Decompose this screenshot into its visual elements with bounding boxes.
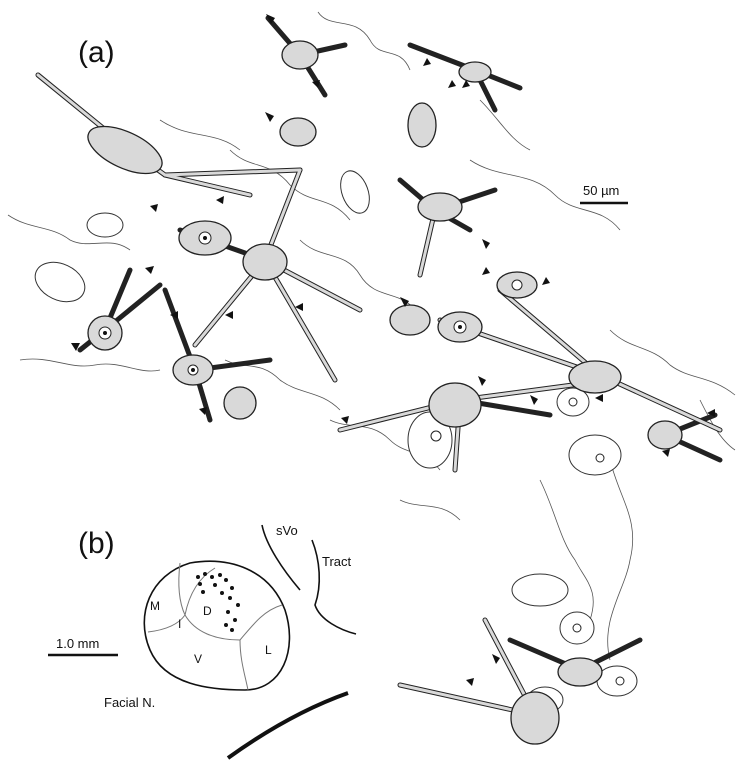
axon-fibers [7, 11, 736, 661]
panel-a: (a) 50 µm [7, 11, 736, 745]
facial-nucleus-label: Facial N. [104, 695, 155, 710]
region-label-d: D [203, 604, 212, 618]
region-label-m: M [150, 599, 160, 613]
panel-a-scale-bar-label: 50 µm [583, 183, 619, 198]
brainstem-surface-line [226, 691, 349, 760]
tract-boundary: sVo Tract [261, 523, 357, 635]
panel-b: (b) 1.0 mm M I D V [48, 523, 357, 760]
panel-b-scale-bar: 1.0 mm [48, 636, 118, 657]
panel-a-label: (a) [78, 36, 115, 69]
neuron-somata [87, 40, 683, 745]
facial-nucleus-diagram: M I D V L Facial N. [104, 560, 291, 710]
tract-label: Tract [322, 554, 352, 569]
region-label-i: I [178, 617, 181, 631]
arrowheads [71, 14, 715, 686]
region-label-l: L [265, 643, 272, 657]
labeled-cell-dots [196, 572, 240, 632]
neuron-dendrites [35, 15, 723, 718]
panel-b-label: (b) [78, 527, 115, 560]
region-label-v: V [194, 652, 202, 666]
unstained-cell-outlines [34, 170, 638, 714]
panel-a-scale-bar: 50 µm [580, 183, 628, 205]
svo-label: sVo [276, 523, 298, 538]
panel-b-scale-bar-label: 1.0 mm [56, 636, 99, 651]
